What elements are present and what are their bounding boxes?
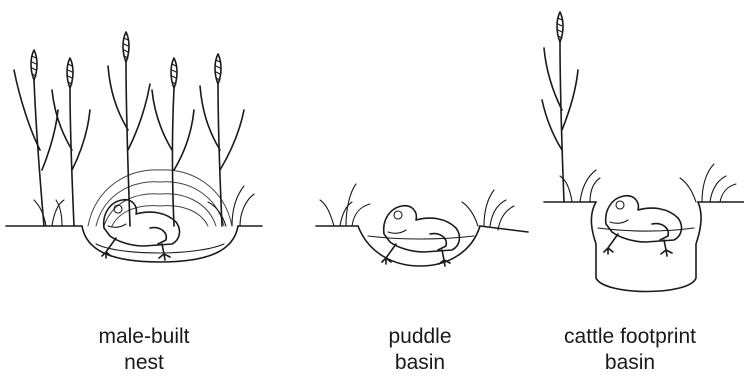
footprint-hollow [591,202,701,292]
water-line [368,236,474,239]
puddle-hollow [358,226,480,266]
ground-line [316,226,528,232]
frog [102,200,179,260]
caption-male-built-nest: male-built nest [34,324,254,376]
footprint-panel [542,12,744,292]
frog [604,196,681,256]
caption-cattle-footprint-basin: cattle footprint basin [520,324,740,376]
water-line [598,228,694,231]
grass-tufts [320,184,514,230]
frog [382,206,459,266]
nest-grass-arches [88,170,232,226]
caption-puddle-basin: puddle basin [310,324,530,376]
puddle-panel [316,184,528,266]
reed-stalks [542,12,736,202]
nest-panel [6,32,262,262]
